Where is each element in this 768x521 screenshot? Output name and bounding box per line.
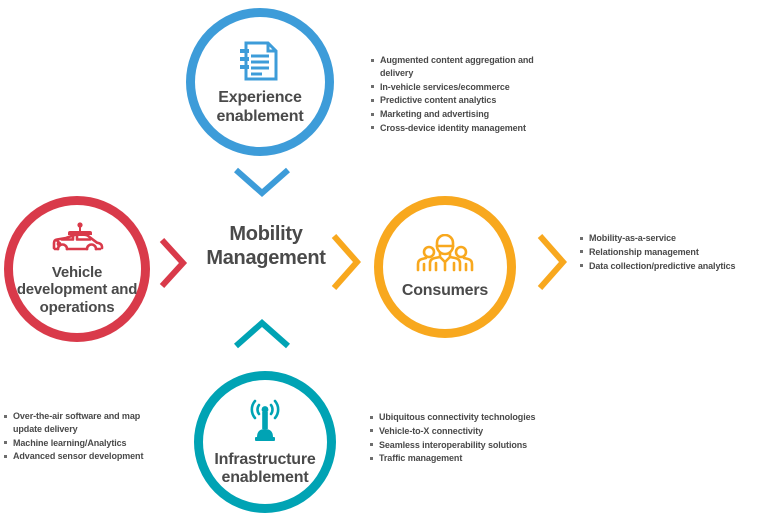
chevron-right-icon-consumers bbox=[330, 232, 362, 292]
chevron-down-icon bbox=[232, 166, 292, 198]
chevron-up-icon bbox=[232, 318, 292, 350]
chevron-right-icon-vehicle bbox=[158, 236, 188, 290]
chevron-right-icon-outcomes bbox=[536, 232, 568, 292]
connected-car-icon bbox=[49, 222, 105, 260]
center-title: Mobility Management bbox=[206, 223, 326, 270]
document-list-icon bbox=[240, 40, 280, 82]
node-vehicle-label: Vehicle development and operations bbox=[16, 264, 138, 316]
list-item: Vehicle-to-X connectivity bbox=[370, 425, 585, 438]
list-item: Advanced sensor development bbox=[4, 450, 169, 463]
list-item: Mobility-as-a-service bbox=[580, 232, 766, 245]
antenna-tower-icon bbox=[241, 397, 289, 445]
node-consumers[interactable]: Consumers bbox=[374, 196, 516, 338]
people-group-icon bbox=[416, 233, 474, 276]
node-vehicle-development[interactable]: Vehicle development and operations bbox=[4, 196, 150, 342]
bullet-list: Augmented content aggregation and delive… bbox=[371, 54, 556, 135]
list-item: Predictive content analytics bbox=[371, 94, 556, 107]
list-item: In-vehicle services/ecommerce bbox=[371, 81, 556, 94]
node-experience-enablement[interactable]: Experience enablement bbox=[186, 8, 334, 156]
bullet-list: Mobility-as-a-service Relationship manag… bbox=[580, 232, 766, 272]
list-item: Traffic management bbox=[370, 452, 585, 465]
list-item: Relationship management bbox=[580, 246, 766, 259]
bullets-consumers: Mobility-as-a-service Relationship manag… bbox=[580, 232, 766, 273]
node-experience-label: Experience enablement bbox=[216, 89, 304, 125]
bullets-experience-enablement: Augmented content aggregation and delive… bbox=[371, 54, 556, 136]
list-item: Marketing and advertising bbox=[371, 108, 556, 121]
list-item: Over-the-air software and map update del… bbox=[4, 410, 169, 436]
node-infrastructure-label: Infrastructure enablement bbox=[214, 450, 316, 486]
bullet-list: Over-the-air software and map update del… bbox=[4, 410, 169, 463]
list-item: Machine learning/Analytics bbox=[4, 437, 169, 450]
list-item: Ubiquitous connectivity technologies bbox=[370, 411, 585, 424]
list-item: Cross-device identity management bbox=[371, 122, 556, 135]
node-consumers-label: Consumers bbox=[401, 281, 489, 299]
list-item: Seamless interoperability solutions bbox=[370, 439, 585, 452]
bullets-infrastructure-enablement: Ubiquitous connectivity technologies Veh… bbox=[370, 411, 585, 466]
node-infrastructure-enablement[interactable]: Infrastructure enablement bbox=[194, 371, 336, 513]
bullets-vehicle-development: Over-the-air software and map update del… bbox=[4, 410, 169, 464]
list-item: Augmented content aggregation and delive… bbox=[371, 54, 556, 80]
bullet-list: Ubiquitous connectivity technologies Veh… bbox=[370, 411, 585, 465]
list-item: Data collection/predictive analytics bbox=[580, 260, 766, 273]
